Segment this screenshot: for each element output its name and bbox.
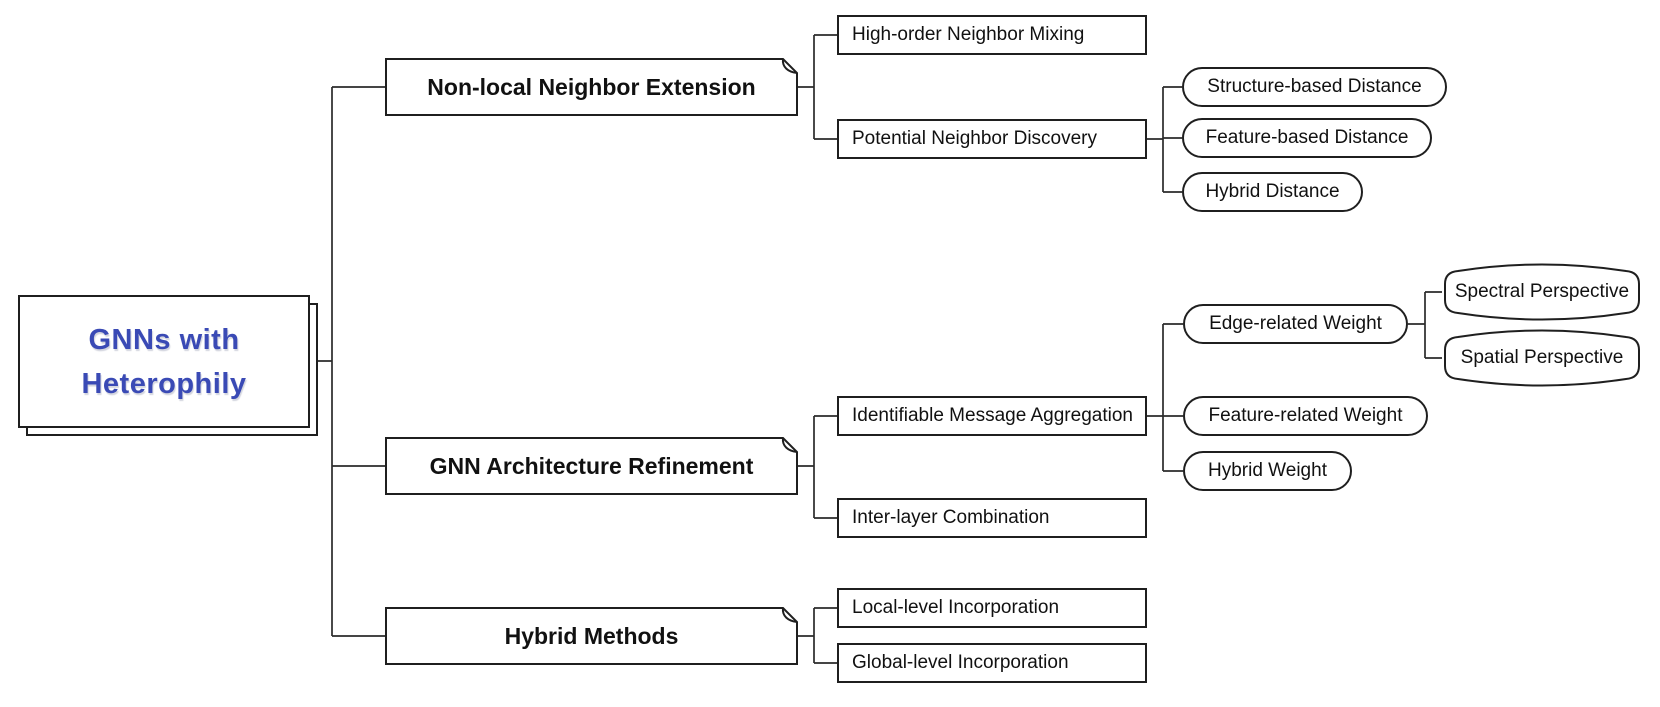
hybrid-methods-connectors — [798, 607, 837, 664]
node-inter-layer-combination: Inter-layer Combination — [837, 498, 1147, 538]
node-local-level-incorporation: Local-level Incorporation — [837, 588, 1147, 628]
branch-label: GNN Architecture Refinement — [429, 452, 754, 479]
node-label: Spectral Perspective — [1454, 281, 1630, 302]
note-shape — [385, 437, 798, 495]
root-label-line1: GNNs with — [88, 323, 240, 356]
node-label: High-order Neighbor Mixing — [852, 24, 1085, 45]
node-high-order-neighbor-mixing: High-order Neighbor Mixing — [837, 15, 1147, 55]
node-label: Edge-related Weight — [1209, 313, 1382, 334]
branch-label: Hybrid Methods — [504, 622, 679, 649]
non-local-connectors — [798, 34, 837, 140]
bulge-shape — [1444, 329, 1640, 387]
node-feature-based-distance: Feature-based Distance — [1182, 118, 1432, 158]
node-structure-based-distance: Structure-based Distance — [1182, 67, 1447, 107]
node-gnn-architecture-refinement: GNN Architecture Refinement — [385, 437, 798, 495]
node-label: Global-level Incorporation — [852, 652, 1069, 673]
node-label: Structure-based Distance — [1207, 76, 1422, 97]
node-hybrid-methods: Hybrid Methods — [385, 607, 798, 665]
node-spatial-perspective: Spatial Perspective — [1442, 328, 1642, 388]
note-shape — [385, 58, 798, 116]
node-potential-neighbor-discovery: Potential Neighbor Discovery — [837, 119, 1147, 159]
node-label: Inter-layer Combination — [852, 507, 1050, 528]
gnn-architecture-connectors — [798, 415, 837, 519]
node-label: Hybrid Weight — [1208, 460, 1327, 481]
node-label: Potential Neighbor Discovery — [852, 128, 1098, 149]
node-hybrid-distance: Hybrid Distance — [1182, 172, 1363, 212]
node-label: Hybrid Distance — [1205, 181, 1340, 202]
node-hybrid-weight: Hybrid Weight — [1183, 451, 1352, 491]
node-label: Local-level Incorporation — [852, 597, 1060, 618]
potential-discovery-connectors — [1147, 86, 1182, 193]
root-label-line2: Heterophily — [81, 367, 247, 400]
node-label: Identifiable Message Aggregation — [852, 405, 1133, 426]
root-node: GNNs with Heterophily — [18, 295, 310, 428]
node-label: Feature-based Distance — [1205, 127, 1409, 148]
root-connectors — [318, 86, 385, 637]
node-non-local-neighbor-extension: Non-local Neighbor Extension — [385, 58, 798, 116]
edge-weight-connectors — [1408, 291, 1442, 359]
node-label: Spatial Perspective — [1460, 347, 1624, 368]
node-label: Feature-related Weight — [1208, 405, 1403, 426]
node-spectral-perspective: Spectral Perspective — [1442, 262, 1642, 322]
note-shape — [385, 607, 798, 665]
node-identifiable-message-aggregation: Identifiable Message Aggregation — [837, 396, 1147, 436]
identifiable-aggregation-connectors — [1147, 323, 1183, 472]
node-feature-related-weight: Feature-related Weight — [1183, 396, 1428, 436]
branch-label: Non-local Neighbor Extension — [427, 73, 756, 100]
node-global-level-incorporation: Global-level Incorporation — [837, 643, 1147, 683]
bulge-shape — [1444, 263, 1640, 321]
node-edge-related-weight: Edge-related Weight — [1183, 304, 1408, 344]
